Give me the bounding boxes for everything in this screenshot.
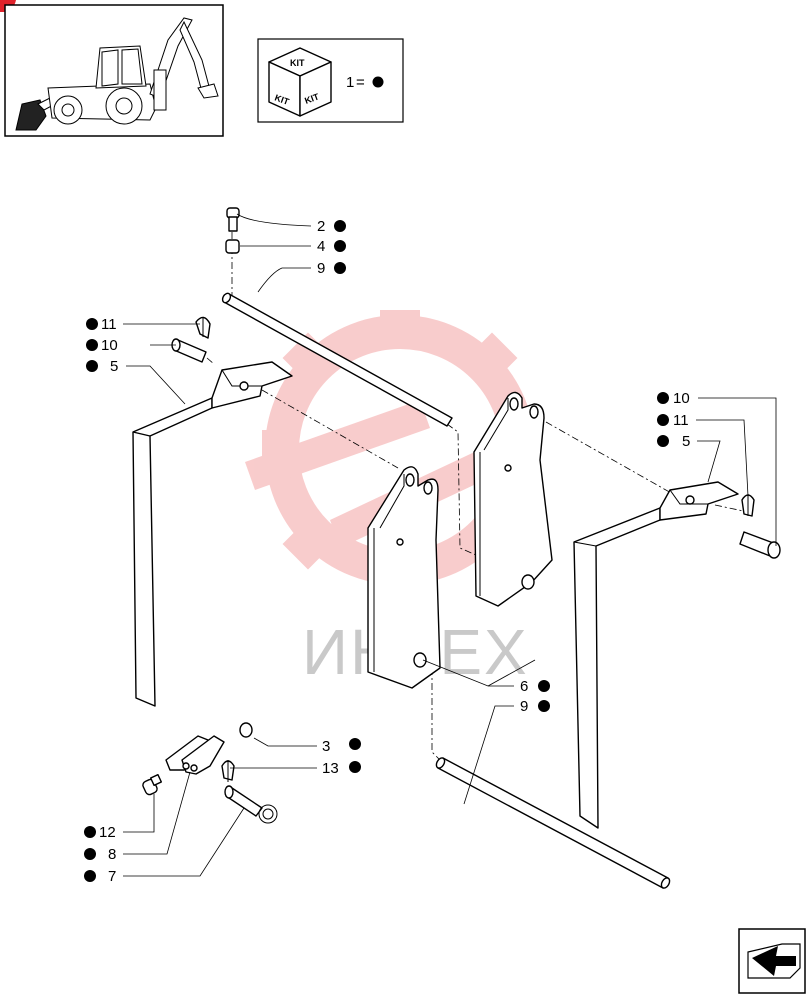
part-9-rod-lower[interactable] (435, 756, 672, 889)
callout-6: 6 (520, 678, 528, 695)
callout-2: 2 (317, 218, 325, 235)
part-6-bracket-front[interactable] (367, 466, 441, 689)
kit-dot (84, 870, 96, 882)
kit-legend: KIT KIT KIT 1 = (257, 38, 404, 123)
kit-dot (538, 680, 550, 692)
kit-dot (334, 220, 346, 232)
callout-9-lower: 9 (520, 698, 528, 715)
kit-dot (349, 738, 361, 750)
part-5-fork-right[interactable] (573, 481, 739, 829)
part-8-plate[interactable] (165, 735, 225, 775)
kit-dot (657, 435, 669, 447)
callout-8: 8 (108, 846, 116, 863)
part-5-fork-left[interactable] (132, 361, 293, 707)
kit-dot (657, 392, 669, 404)
callout-5-right: 5 (682, 433, 690, 450)
callout-11-left: 11 (101, 316, 117, 333)
kit-dot (86, 360, 98, 372)
callout-10-left: 10 (101, 337, 118, 354)
arrow-icon (747, 943, 801, 979)
part-12-bolt[interactable] (142, 773, 163, 796)
part-10-pin-right[interactable] (739, 531, 781, 559)
part-10-pin-left[interactable] (171, 338, 207, 363)
legend-number: 1 (346, 74, 354, 91)
kit-label-right: KIT (303, 91, 321, 106)
part-4-nut[interactable] (225, 239, 240, 254)
kit-dot (657, 414, 669, 426)
part-11-clip-left[interactable] (195, 316, 211, 339)
part-6-bracket-rear[interactable] (473, 391, 553, 607)
kit-dot (372, 76, 384, 88)
kit-label-top: KIT (290, 58, 305, 68)
part-3-nut[interactable] (239, 722, 253, 738)
machine-thumbnail[interactable] (4, 4, 224, 137)
leader-lines (123, 213, 777, 877)
kit-dot (349, 761, 361, 773)
kit-dot (84, 826, 96, 838)
callout-13: 13 (322, 760, 339, 777)
callout-10-right: 10 (673, 390, 690, 407)
legend-equals: = (356, 74, 365, 91)
kit-dot (86, 318, 98, 330)
callout-9-upper: 9 (317, 260, 325, 277)
callout-12: 12 (99, 824, 116, 841)
backhoe-loader-icon (15, 17, 219, 131)
part-9-rod-upper[interactable] (221, 292, 453, 427)
kit-dot (86, 339, 98, 351)
callout-11-right: 11 (673, 412, 689, 429)
callout-3: 3 (322, 738, 330, 755)
part-13-clip[interactable] (221, 760, 235, 782)
part-7-pin[interactable] (224, 785, 278, 824)
kit-dot (334, 240, 346, 252)
part-2-bolt[interactable] (226, 207, 240, 232)
kit-dot (538, 700, 550, 712)
kit-label-left: KIT (273, 92, 291, 107)
callout-7: 7 (108, 868, 116, 885)
part-11-clip-right[interactable] (741, 494, 755, 517)
next-page-button[interactable] (738, 928, 806, 994)
kit-dot (334, 262, 346, 274)
kit-cube-icon: KIT KIT KIT (268, 47, 332, 117)
callout-5-left: 5 (110, 358, 118, 375)
kit-dot (84, 848, 96, 860)
callouts: 2 4 9 11 10 5 10 11 5 6 9 3 13 12 8 7 (84, 218, 690, 885)
callout-4: 4 (317, 238, 325, 255)
